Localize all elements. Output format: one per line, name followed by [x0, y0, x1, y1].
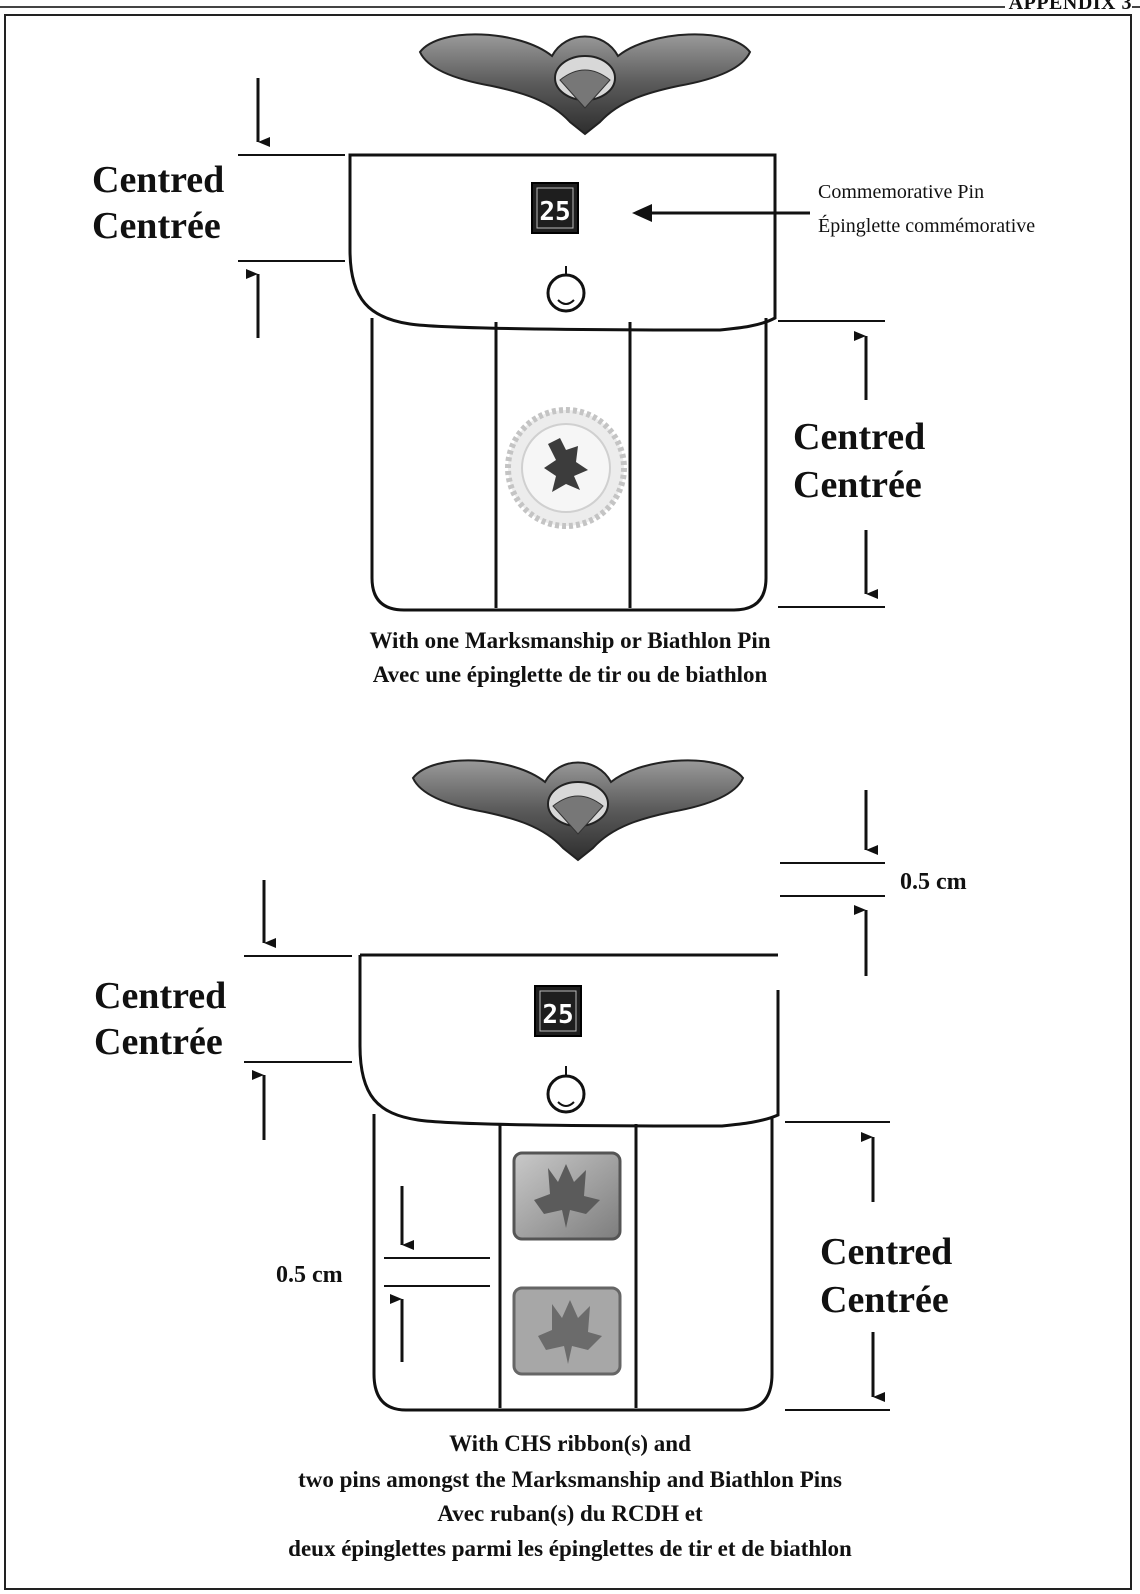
centred-label-left-en-2: Centred	[94, 975, 226, 1017]
parachute-wings-icon	[418, 33, 752, 136]
pocket-flap	[348, 153, 777, 332]
appendix-header: APPENDIX 3	[1004, 0, 1132, 15]
pocket-body	[370, 318, 768, 612]
caption-1-en: With one Marksmanship or Biathlon Pin	[369, 628, 770, 653]
centred-label-left-fr: Centrée	[92, 205, 221, 247]
parachute-wings-icon	[411, 759, 745, 862]
caption-1-fr: Avec une épinglette de tir ou de biathlo…	[373, 662, 768, 687]
caption-2-line-1: With CHS ribbon(s) and	[449, 1431, 691, 1456]
pocket-flap-2	[358, 953, 780, 1128]
pocket-2	[358, 953, 780, 1412]
diagram-2: 0.5 cm Centred Centrée 25	[94, 759, 967, 1561]
header-rule	[0, 6, 1140, 8]
pocket-body-2	[372, 1114, 774, 1412]
chs-pin-top-icon	[512, 1151, 622, 1241]
diagram-1: Centred Centrée 25 Commemorative Pin	[92, 33, 1035, 687]
commemorative-pin-number-2: 25	[542, 1000, 573, 1030]
caption-2-line-2: two pins amongst the Marksmanship and Bi…	[298, 1467, 842, 1492]
caption-2-line-4: deux épinglettes parmi les épinglettes d…	[288, 1536, 852, 1561]
centred-label-right-en: Centred	[793, 416, 925, 458]
pocket-1	[348, 153, 777, 612]
marksmanship-pin-icon	[505, 407, 627, 529]
commemorative-label-fr: Épinglette commémorative	[818, 214, 1035, 237]
commemorative-pin-icon: 25	[534, 985, 582, 1037]
pocket-button	[546, 273, 586, 313]
centred-label-right-fr-2: Centrée	[820, 1279, 949, 1321]
commemorative-label-en: Commemorative Pin	[818, 181, 984, 203]
commemorative-pin-number: 25	[539, 197, 570, 227]
commemorative-pin-icon: 25	[531, 182, 579, 234]
gap-label-inner: 0.5 cm	[276, 1262, 343, 1288]
centred-label-left-fr-2: Centrée	[94, 1021, 223, 1063]
gap-label-top: 0.5 cm	[900, 869, 967, 895]
chs-pin-bottom-icon	[512, 1286, 622, 1376]
centred-label-left-en: Centred	[92, 159, 224, 201]
caption-2-line-3: Avec ruban(s) du RCDH et	[437, 1501, 703, 1526]
figure-frame	[4, 14, 1132, 1590]
centred-label-right-fr: Centrée	[793, 464, 922, 506]
centred-label-right-en-2: Centred	[820, 1231, 952, 1273]
